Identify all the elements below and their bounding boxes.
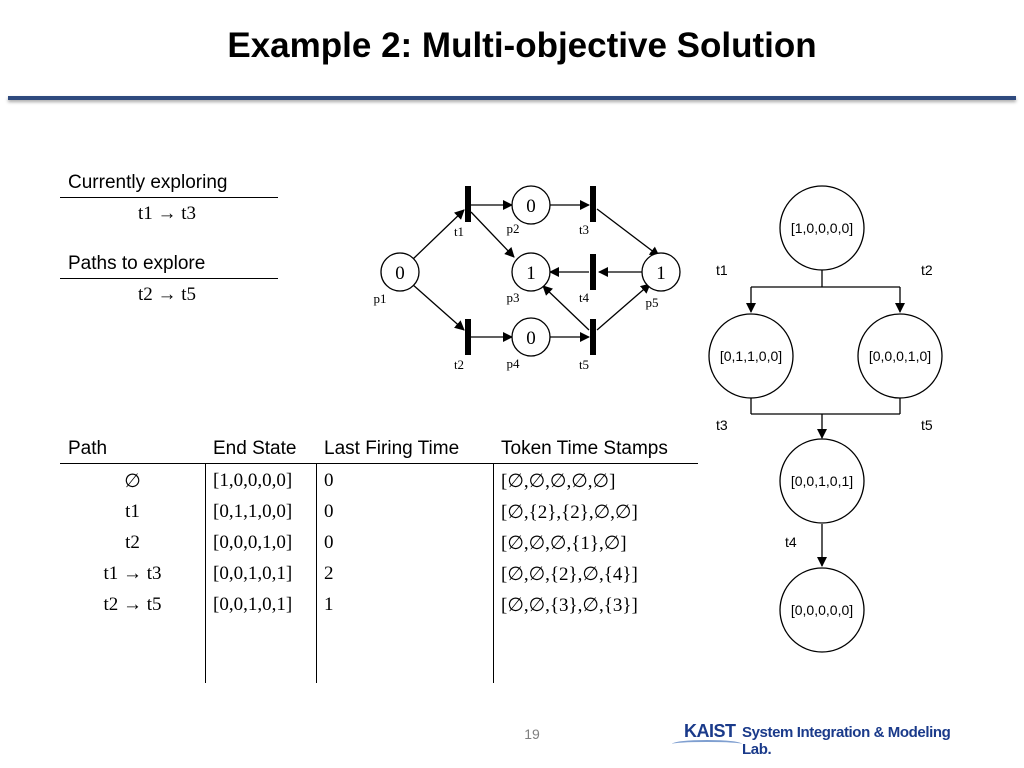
label-t4: t4 — [579, 290, 590, 305]
table-cell-path: t1 → t3 — [103, 563, 162, 584]
table-header-last-firing-time: Last Firing Time — [324, 438, 460, 459]
label-p1: p1 — [374, 291, 387, 306]
table-cell-end-state: [0,1,1,0,0] — [213, 501, 293, 522]
transition-t1 — [465, 186, 471, 222]
table-cell-timestamps: [∅,∅,∅,{1},∅] — [501, 533, 627, 554]
table-cell-last-firing: 0 — [324, 470, 334, 491]
place-p4 — [511, 317, 551, 357]
table-cell-path: t2 — [125, 532, 140, 553]
tree-nodes — [708, 185, 943, 653]
paths-to-explore-value: t2 → t5 — [137, 284, 197, 305]
place-p3 — [511, 252, 551, 292]
tree-node-right — [857, 313, 943, 399]
petri-net — [411, 200, 660, 342]
arc-p1-t2 — [411, 283, 465, 331]
reachability-tree — [746, 270, 905, 567]
petri-labels: p1 p2 p3 p4 p5 t1 t2 t3 t4 t5 — [374, 221, 659, 372]
table-cell-path: ∅ — [124, 471, 141, 492]
paths-to-explore-header: Paths to explore — [68, 253, 206, 274]
header-underline — [60, 278, 278, 279]
table-cell-last-firing: 0 — [324, 532, 334, 553]
table-column-divider — [205, 463, 206, 683]
tree-node-label: [0,1,1,0,0] — [720, 348, 782, 364]
lab-logo: KAIST System Integration & Modeling Lab. — [672, 718, 972, 758]
tokens-p4: 0 — [526, 328, 536, 349]
table-cell-path: t1 — [125, 501, 140, 522]
table-column-divider — [493, 463, 494, 683]
table-cell-end-state: [0,0,0,1,0] — [213, 532, 293, 553]
page-number: 19 — [524, 726, 540, 742]
tokens-p1: 0 — [395, 263, 405, 284]
tree-node-label: [0,0,0,0,0] — [791, 602, 853, 618]
tree-node-label: [0,0,0,1,0] — [869, 348, 931, 364]
place-p1 — [380, 252, 420, 292]
table-cell-end-state: [0,0,1,0,1] — [213, 563, 293, 584]
tokens-p5: 1 — [656, 263, 666, 284]
label-p3: p3 — [507, 290, 520, 305]
title-divider — [8, 96, 1016, 100]
transition-t2 — [465, 319, 471, 355]
table-cell-last-firing: 0 — [324, 501, 334, 522]
table-cell-last-firing: 2 — [324, 563, 334, 584]
label-p5: p5 — [646, 295, 659, 310]
logo-swoosh — [672, 740, 742, 748]
tree-edge-labels: t1 t2 t3 t5 t4 — [716, 262, 933, 550]
arc-p1-t1 — [411, 209, 465, 261]
place-p2 — [511, 185, 551, 225]
currently-exploring-value: t1 → t3 — [137, 203, 197, 224]
tokens-p3: 1 — [526, 263, 536, 284]
label-t1: t1 — [454, 224, 464, 239]
tree-edge-label-t5: t5 — [921, 417, 933, 433]
table-column-divider — [316, 463, 317, 683]
arc-t5-p5 — [596, 283, 651, 331]
currently-exploring-header: Currently exploring — [68, 172, 228, 193]
logo-kaist: KAIST — [684, 721, 736, 741]
table-cell-end-state: [1,0,0,0,0] — [213, 470, 293, 491]
table-header-rule — [60, 463, 698, 464]
transition-t3 — [590, 186, 596, 222]
tree-node-root — [779, 185, 865, 271]
label-t5: t5 — [579, 357, 589, 372]
label-p4: p4 — [507, 356, 521, 371]
label-p2: p2 — [507, 221, 520, 236]
tree-node-label: [0,0,1,0,1] — [791, 473, 853, 489]
petri-transitions — [465, 186, 596, 355]
table-header-token-time-stamps: Token Time Stamps — [501, 438, 668, 459]
arc-t1-p3 — [470, 211, 515, 258]
place-tokens: 0 0 1 0 1 — [395, 196, 666, 349]
label-t3: t3 — [579, 222, 589, 237]
tree-edge-label-t3: t3 — [716, 417, 728, 433]
table-cell-last-firing: 1 — [324, 594, 334, 615]
header-underline — [60, 197, 278, 198]
tree-edge-label-t2: t2 — [921, 262, 933, 278]
table-cell-timestamps: [∅,∅,∅,∅,∅] — [501, 471, 616, 492]
table-cell-timestamps: [∅,∅,{3},∅,{3}] — [501, 595, 638, 616]
transition-t5 — [590, 319, 596, 355]
tree-node-label: [1,0,0,0,0] — [791, 220, 853, 236]
table-header-path: Path — [68, 438, 108, 459]
arc-t5-p3 — [542, 285, 590, 331]
tree-node-left — [708, 313, 794, 399]
place-p5 — [641, 252, 681, 292]
label-t2: t2 — [454, 357, 464, 372]
tree-node-merge — [779, 438, 865, 524]
arc-t3-p5 — [596, 208, 660, 257]
petri-places — [380, 185, 681, 357]
tree-node-leaf — [779, 567, 865, 653]
table-header-end-state: End State — [213, 438, 297, 459]
table-cell-path: t2 → t5 — [103, 594, 162, 615]
table-cell-end-state: [0,0,1,0,1] — [213, 594, 293, 615]
tree-node-labels: [1,0,0,0,0] [0,1,1,0,0] [0,0,0,1,0] [0,0… — [720, 220, 931, 618]
table-cell-timestamps: [∅,∅,{2},∅,{4}] — [501, 564, 638, 585]
table-cell-timestamps: [∅,{2},{2},∅,∅] — [501, 502, 638, 523]
transition-t4 — [590, 254, 596, 290]
tokens-p2: 0 — [526, 196, 536, 217]
tree-edge-label-t4: t4 — [785, 534, 797, 550]
tree-edge-label-t1: t1 — [716, 262, 728, 278]
logo-lab-name: System Integration & Modeling Lab. — [742, 724, 951, 758]
slide-title: Example 2: Multi-objective Solution — [227, 26, 817, 65]
